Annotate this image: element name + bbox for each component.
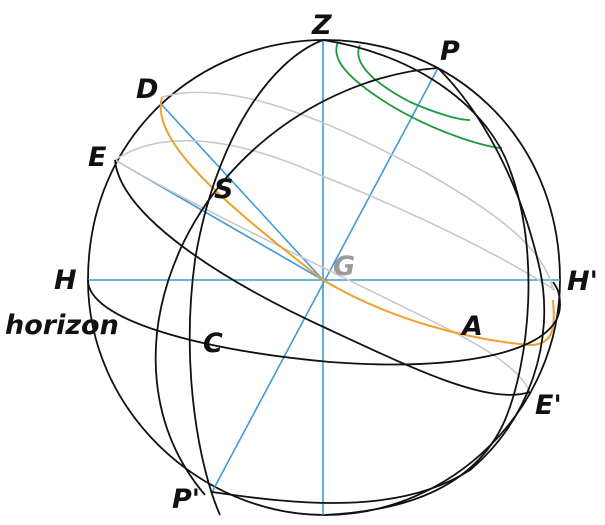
label-zenith: Z <box>311 10 332 41</box>
ecliptic-circle <box>159 96 555 347</box>
equator-arc-front <box>114 159 531 393</box>
radius-d <box>161 104 324 281</box>
label-c: C <box>203 328 223 359</box>
axis-lines <box>88 40 560 515</box>
label-s: S <box>214 174 233 205</box>
label-a: A <box>460 311 483 342</box>
polar-axis <box>211 67 439 493</box>
sphere-outline <box>87 39 561 516</box>
meridian-left <box>188 39 324 516</box>
label-horizon-east: H' <box>567 266 598 297</box>
label-horizon: horizon <box>5 310 119 341</box>
label-d: D <box>136 74 158 105</box>
hour-circle-right <box>211 67 546 504</box>
label-e-prime: E' <box>535 390 562 421</box>
vertical-circle-e <box>114 159 531 396</box>
equator-arc-upper <box>161 91 554 291</box>
great-circles <box>87 39 561 516</box>
polar-circle-outer <box>335 41 503 149</box>
horizon-circle <box>87 279 561 366</box>
label-e: E <box>88 142 107 173</box>
label-pole-prime: P' <box>172 484 200 515</box>
polar-circle-inner <box>357 44 471 121</box>
hour-circle-left <box>154 67 439 496</box>
meridian-right <box>322 39 530 516</box>
label-center: G <box>333 251 355 282</box>
label-pole: P <box>440 36 460 67</box>
label-horizon-west: H <box>54 265 77 296</box>
equator-arc-back <box>114 140 556 291</box>
